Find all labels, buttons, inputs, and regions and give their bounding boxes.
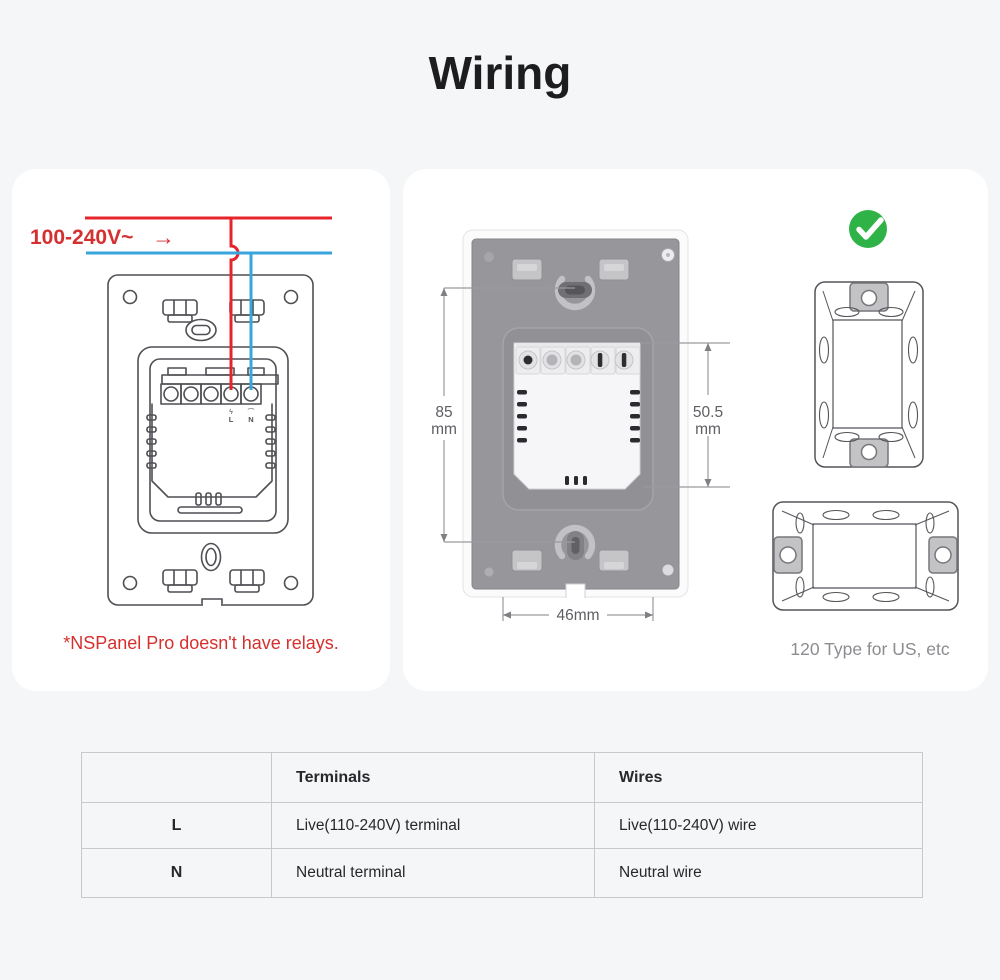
relay-note: *NSPanel Pro doesn't have relays. bbox=[63, 633, 339, 653]
mounting-box-vertical bbox=[814, 281, 924, 468]
header-blank bbox=[81, 752, 272, 803]
switch-back-drawing bbox=[107, 274, 314, 606]
header-terminals: Terminals bbox=[271, 752, 595, 803]
header-wires: Wires bbox=[594, 752, 923, 803]
bottom-notch bbox=[201, 602, 223, 608]
table-header-row: Terminals Wires bbox=[81, 752, 923, 803]
dim-50-5-unit: mm bbox=[695, 421, 721, 438]
terminal-l-symbol: ϟ bbox=[229, 409, 233, 416]
mount-clip bbox=[229, 299, 265, 323]
vents bbox=[517, 390, 640, 485]
dimensions-diagram: 85 mm 50.5 mm 46mm bbox=[431, 210, 959, 624]
terminal-n-label: N bbox=[248, 415, 253, 424]
dim-85-unit: mm bbox=[431, 421, 457, 438]
keyhole-bottom bbox=[554, 524, 596, 560]
dim-46-label: 46mm bbox=[556, 607, 599, 624]
cell-live-terminal: Live(110-240V) terminal bbox=[271, 802, 595, 849]
page-title: Wiring bbox=[428, 47, 572, 99]
mount-clip bbox=[229, 569, 265, 593]
wiring-diagram-card: 100-240V~ → ϟ L ⌒ N *NSPanel Pro doesn't… bbox=[12, 169, 390, 691]
dim-85-value: 85 bbox=[435, 404, 452, 421]
dimension-50-5mm bbox=[640, 342, 730, 488]
bottom-notch-outline bbox=[201, 598, 223, 606]
cell-key-l: L bbox=[81, 802, 272, 849]
mounting-box-horizontal bbox=[772, 501, 959, 611]
cell-neutral-terminal: Neutral terminal bbox=[271, 848, 595, 898]
screw bbox=[484, 567, 494, 577]
wiring-diagram: 100-240V~ → ϟ L ⌒ N bbox=[30, 216, 332, 608]
terminal-block bbox=[160, 367, 279, 405]
mount-clip bbox=[511, 549, 543, 572]
terminal-l-label: L bbox=[229, 415, 234, 424]
cell-key-n: N bbox=[81, 848, 272, 898]
mount-clip bbox=[162, 569, 198, 593]
voltage-label: 100-240V~ bbox=[30, 226, 133, 249]
screw bbox=[662, 564, 674, 576]
neutral-wire bbox=[86, 251, 332, 390]
mount-clip bbox=[598, 549, 630, 572]
keyhole-bottom bbox=[200, 542, 222, 572]
cell-neutral-wire: Neutral wire bbox=[594, 848, 923, 898]
mount-clip bbox=[511, 258, 543, 281]
check-icon bbox=[849, 210, 887, 248]
relay-module bbox=[513, 342, 641, 490]
mount-clip bbox=[598, 258, 630, 281]
panel-rear-view bbox=[462, 229, 689, 598]
dimension-85mm bbox=[440, 287, 575, 543]
screw bbox=[484, 252, 494, 262]
voltage-arrow-icon: → bbox=[152, 224, 175, 250]
keyhole-top bbox=[185, 318, 217, 342]
dimensions-card: 85 mm 50.5 mm 46mm bbox=[403, 169, 988, 691]
wiring-table: Terminals Wires L Live(110-240V) termina… bbox=[81, 752, 923, 898]
cell-live-wire: Live(110-240V) wire bbox=[594, 802, 923, 849]
terminal-n-symbol: ⌒ bbox=[248, 408, 255, 416]
table-row-neutral: N Neutral terminal Neutral wire bbox=[81, 848, 923, 898]
table-row-live: L Live(110-240V) terminal Live(110-240V)… bbox=[81, 802, 923, 849]
dimension-46mm bbox=[502, 597, 654, 621]
dim-50-5-value: 50.5 bbox=[693, 404, 723, 421]
mount-clip bbox=[162, 299, 198, 323]
box-type-caption: 120 Type for US, etc bbox=[790, 639, 950, 659]
keyhole-top bbox=[554, 275, 596, 311]
